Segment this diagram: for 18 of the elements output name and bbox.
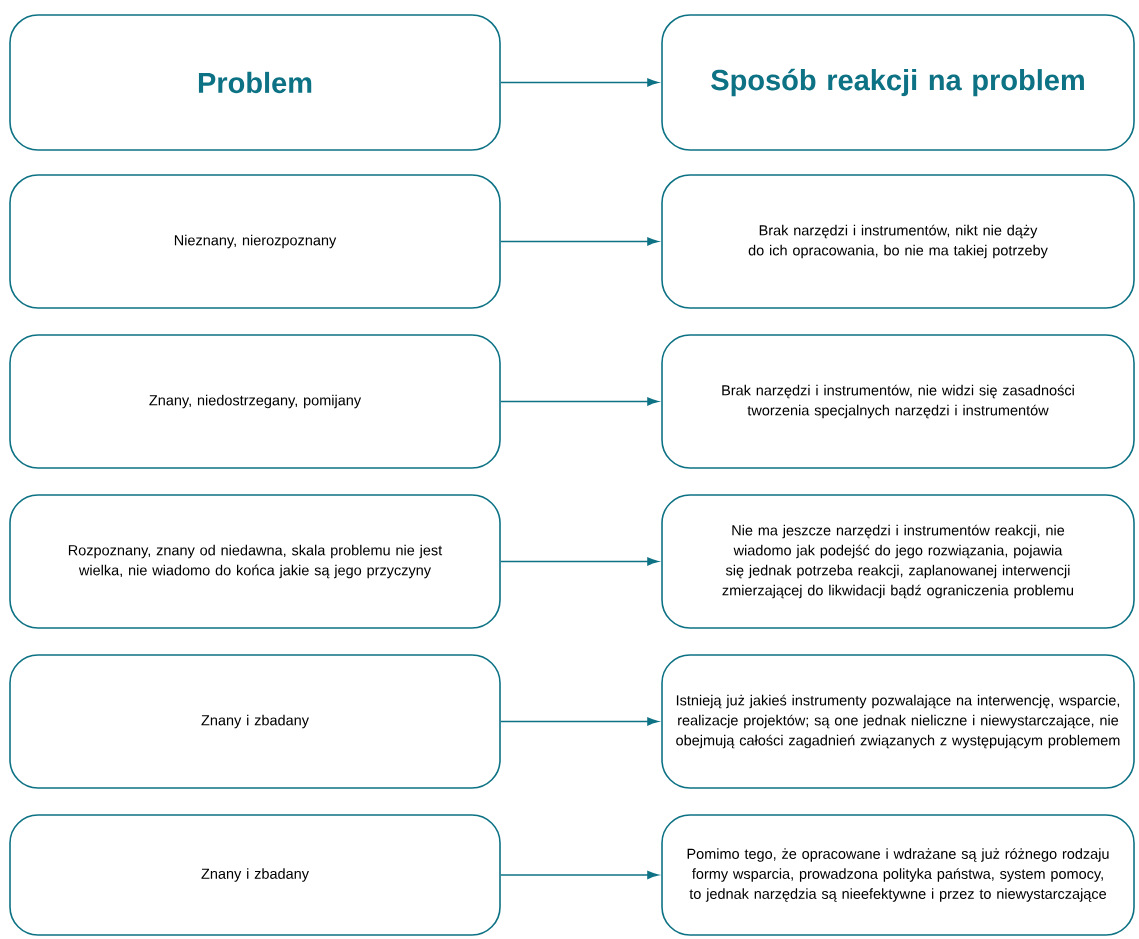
arrow: [500, 78, 659, 87]
arrow: [500, 237, 659, 246]
response-box: Istnieją już jakieś instrumenty pozwalające na interwencję, wsparcie, realizacje projektów; są one jednak nieliczne i niewystarczające, nie obejmują całości zagadnień związanych z występującym problemem: [661, 654, 1135, 789]
arrow: [500, 871, 659, 879]
category-box: Znany i zbadany: [9, 814, 501, 936]
response-box: Pomimo tego, że opracowane i wdrażane są już różnego rodzaju formy wsparcia, prowadzona polityka państwa, system pomocy, to jednak narzędzia są nieefektywne i przez to niewystarczające: [661, 814, 1135, 936]
header-box: Sposób reakcji na problem: [661, 14, 1135, 151]
arrow: [500, 397, 659, 406]
response-box: Brak narzędzi i instrumentów, nikt nie dąży do ich opracowania, bo nie ma takiej potrzeby: [661, 174, 1135, 309]
category-box: Znany, niedostrzegany, pomijany: [9, 334, 501, 469]
response-box: Nie ma jeszcze narzędzi i instrumentów reakcji, nie wiadomo jak podejść do jego rozwiązania, pojawia się jednak potrzeba reakcji, zaplanowanej interwencji zmierzającej do likwidacji bądź ograniczenia problemu: [661, 494, 1135, 629]
category-box: Znany i zbadany: [9, 654, 501, 789]
arrow: [500, 557, 659, 566]
header-box: Problem: [9, 14, 501, 151]
arrow: [500, 717, 659, 726]
category-box: Nieznany, nierozpoznany: [9, 174, 501, 309]
response-box: Brak narzędzi i instrumentów, nie widzi się zasadności tworzenia specjalnych narzędzi i instrumentów: [661, 334, 1135, 469]
category-box: Rozpoznany, znany od niedawna, skala problemu nie jest wielka, nie wiadomo do końca jakie są jego przyczyny: [9, 494, 501, 629]
